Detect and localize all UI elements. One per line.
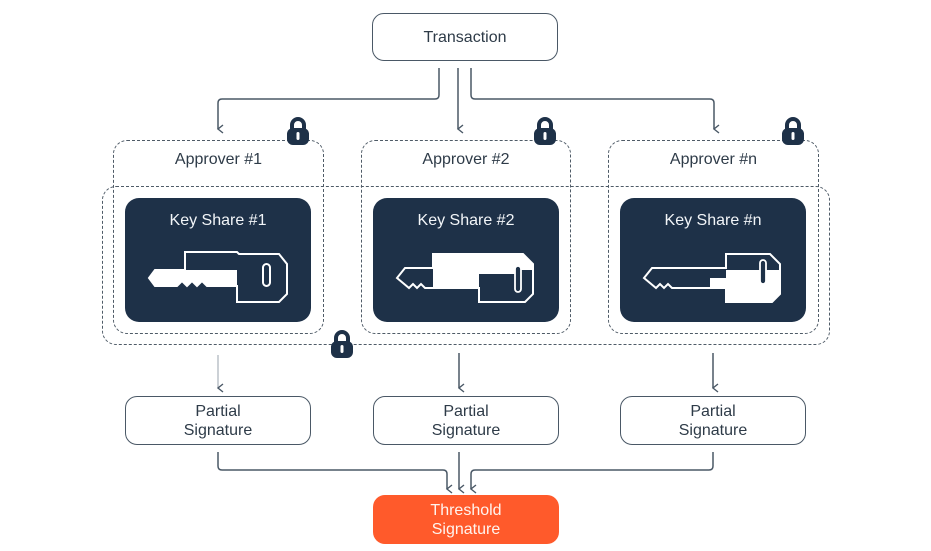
approver-1-boundary [113, 140, 324, 334]
partial-signature-n-line1: Partial [690, 402, 736, 420]
wire-partialn-threshold [469, 452, 714, 494]
key-share-n-card[interactable]: Key Share #n [620, 198, 806, 322]
wire-tx-approver-n [470, 68, 720, 134]
partial-signature-n[interactable]: Partial Signature [620, 396, 806, 445]
partial-signature-2-line2: Signature [431, 421, 501, 439]
key-share-group-boundary [102, 186, 830, 345]
key-share-2-card[interactable]: Key Share #2 [373, 198, 559, 322]
lock-icon [331, 330, 353, 358]
key-share-n-label: Key Share #n [664, 212, 762, 229]
approver-2-boundary [361, 140, 571, 334]
approver-1-label: Approver #1 [174, 151, 263, 168]
wire-partial1-threshold [217, 452, 453, 494]
threshold-line2: Signature [431, 520, 501, 538]
partial-signature-1-line1: Partial [195, 402, 241, 420]
approver-n-label: Approver #n [669, 151, 758, 168]
key-share-2-label: Key Share #2 [417, 212, 515, 229]
lock-icon [534, 117, 556, 145]
key-icon [395, 253, 534, 303]
wire-tx-approver-1 [216, 68, 440, 134]
transaction-label: Transaction [423, 28, 507, 46]
key-icon [147, 251, 288, 303]
approver-n-boundary [608, 140, 819, 334]
threshold-line1: Threshold [430, 501, 502, 519]
lock-icon [287, 117, 309, 145]
key-share-1-card[interactable]: Key Share #1 [125, 198, 311, 322]
partial-signature-n-line2: Signature [678, 421, 748, 439]
threshold-signature[interactable]: Threshold Signature [373, 495, 559, 544]
partial-signature-2[interactable]: Partial Signature [373, 396, 559, 445]
key-share-1-label: Key Share #1 [169, 212, 267, 229]
approver-2-label: Approver #2 [422, 151, 510, 168]
transaction-node[interactable]: Transaction [372, 13, 558, 61]
key-icon [642, 253, 781, 303]
lock-icon [782, 117, 804, 145]
partial-signature-2-line1: Partial [443, 402, 489, 420]
partial-signature-1-line2: Signature [183, 421, 253, 439]
partial-signature-1[interactable]: Partial Signature [125, 396, 311, 445]
